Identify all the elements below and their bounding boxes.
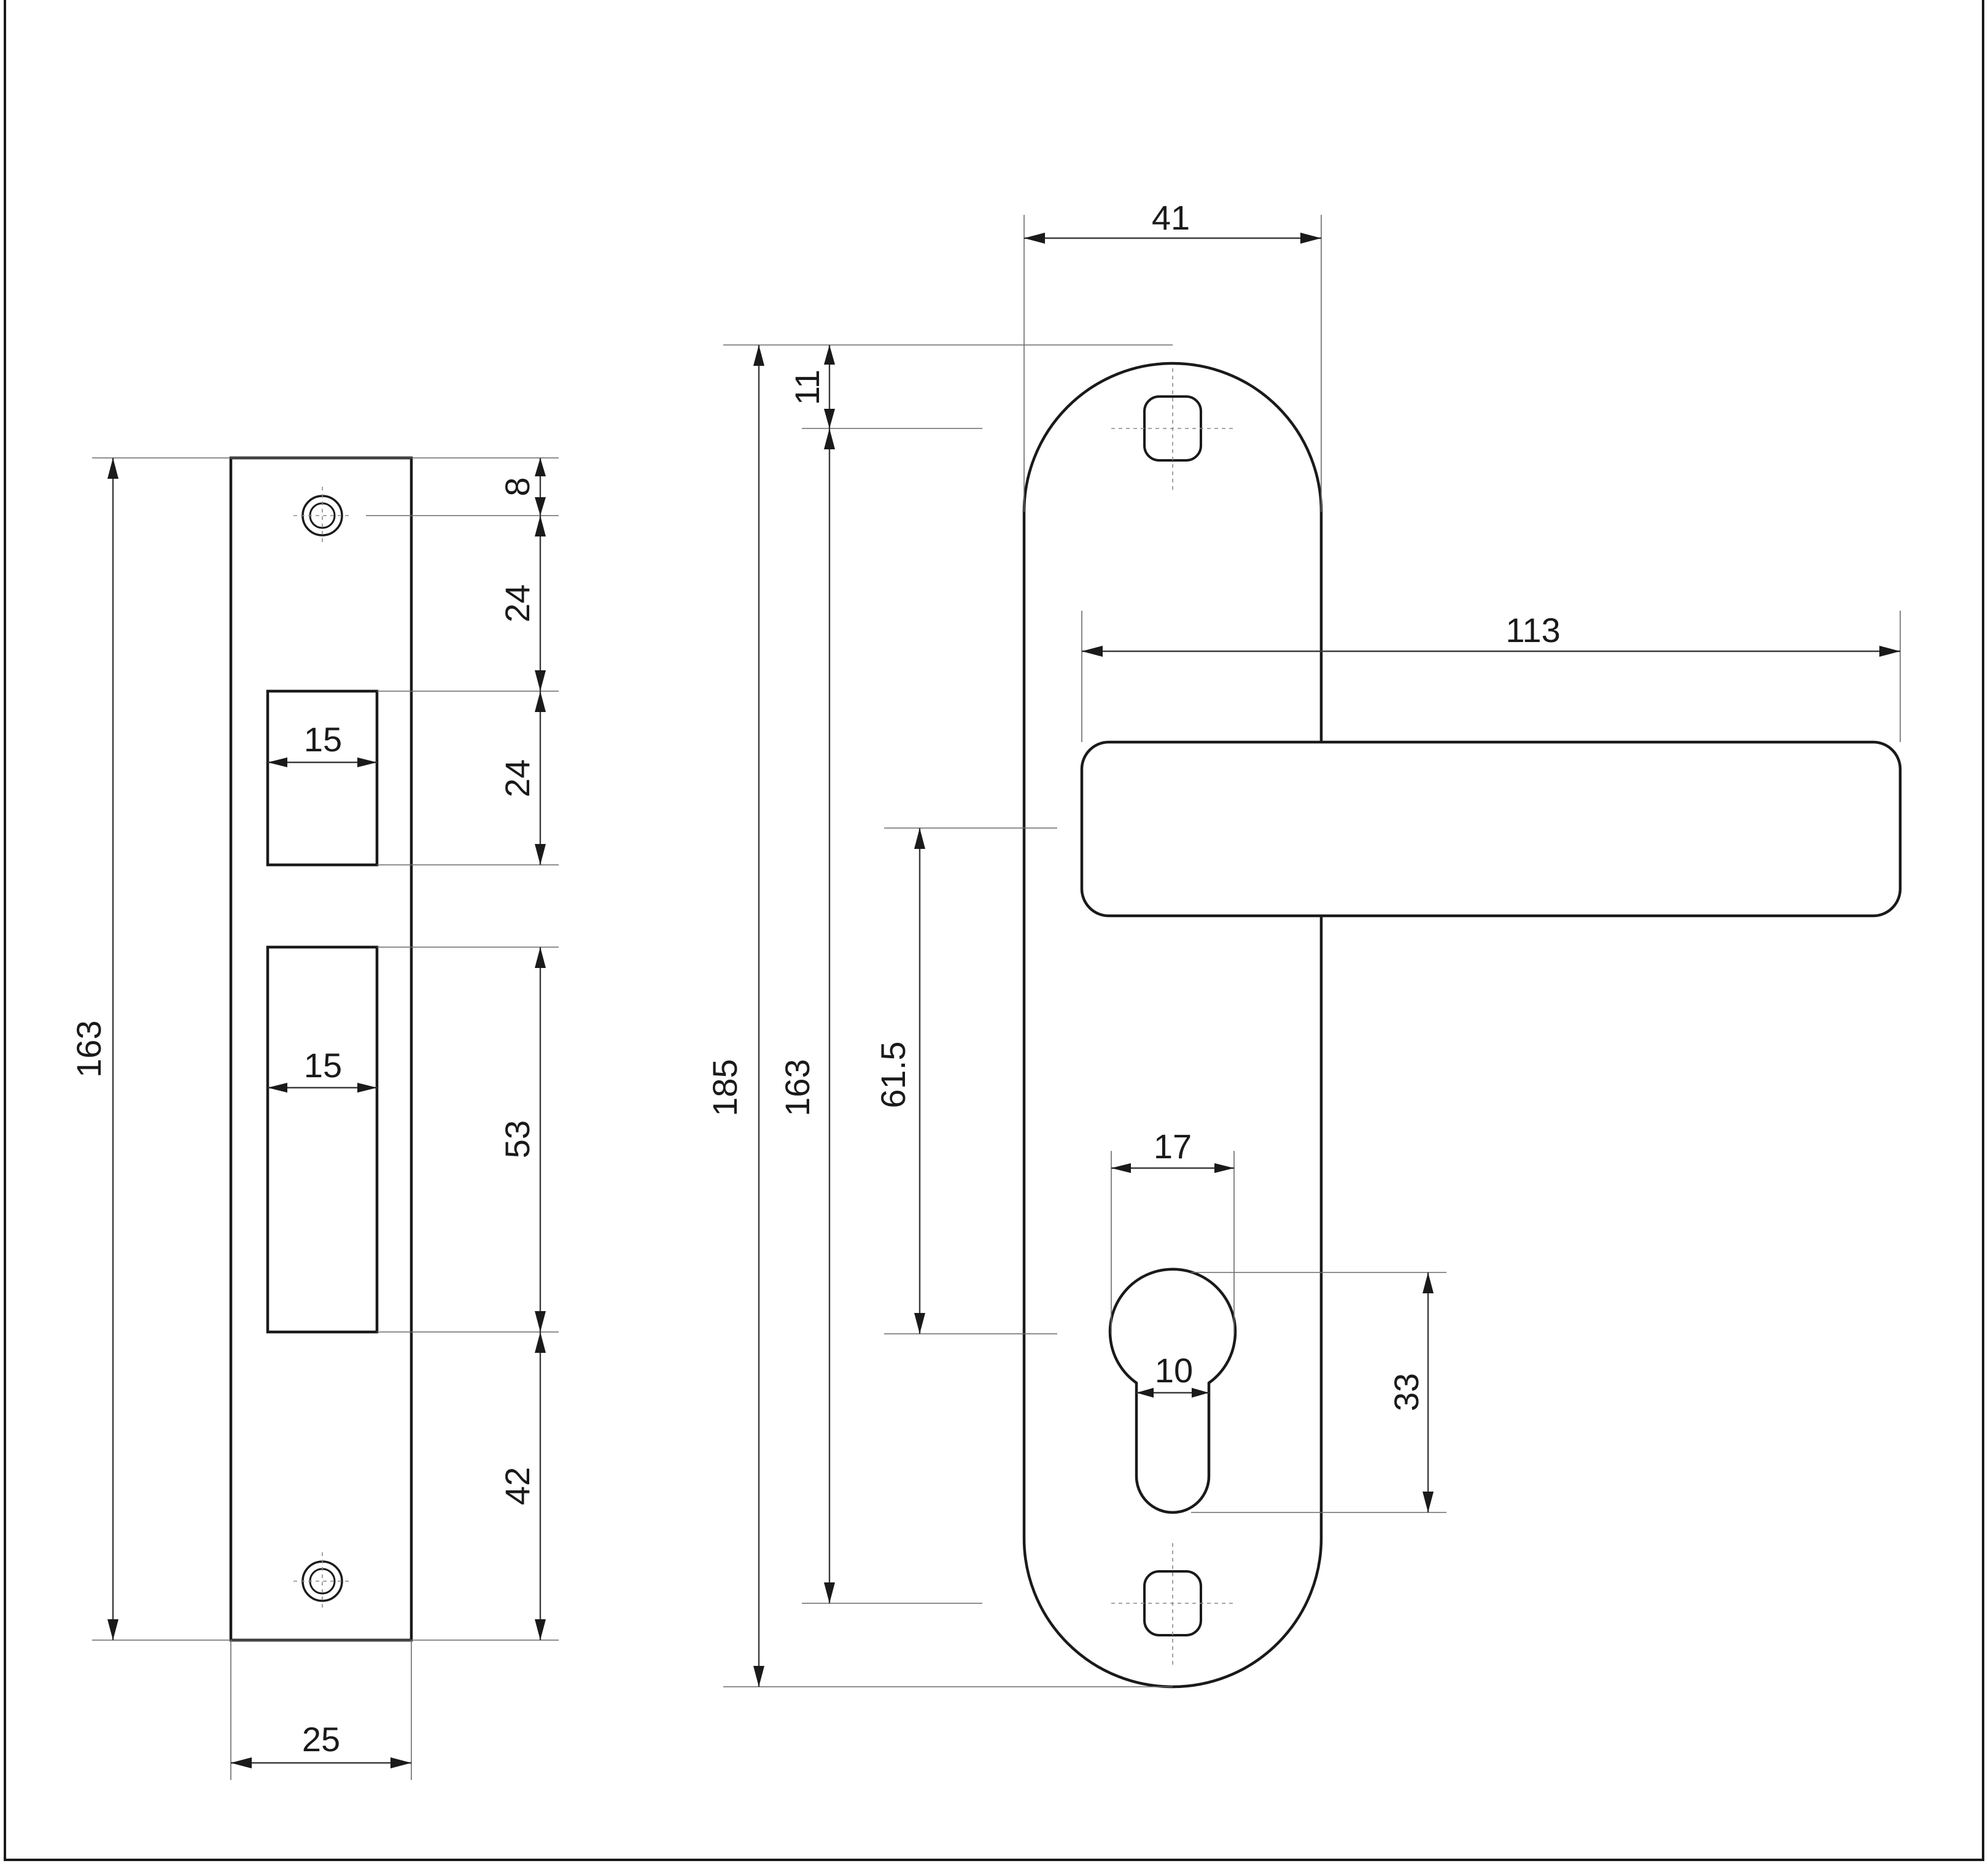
strike-top-offset-label: 8 [498, 477, 537, 496]
handle-plate-view: 41 185 11 163 61.5 113 17 [705, 198, 1902, 1689]
handle-top-offset-label: 11 [788, 370, 826, 405]
strike-latch-slot-width-label: 15 [304, 720, 342, 759]
handle-lever [1080, 740, 1902, 918]
bottom-screw-hole [293, 1552, 351, 1610]
strike-segment-2-label: 24 [498, 759, 537, 797]
drawing-frame [4, 0, 1984, 1861]
handle-hole-spacing-label: 163 [778, 1059, 817, 1116]
strike-bolt-slot-width-label: 15 [304, 1046, 342, 1085]
top-screw-hole [293, 487, 351, 544]
bottom-fixing-hole [1111, 1543, 1234, 1666]
handle-length-label: 113 [1505, 611, 1560, 649]
cylinder-cutout [1108, 1268, 1237, 1514]
strike-segment-1-label: 24 [498, 584, 537, 622]
handle-backplate [1022, 362, 1323, 1689]
strike-total-height-label: 163 [69, 1020, 108, 1077]
handle-plate-width-label: 41 [1152, 198, 1190, 237]
cylinder-width-label: 17 [1154, 1127, 1192, 1166]
latch-slot [266, 689, 379, 867]
strike-bottom-segment-label: 42 [498, 1467, 537, 1505]
cylinder-inner-width-label: 10 [1155, 1351, 1193, 1390]
cylinder-height-label: 33 [1387, 1373, 1426, 1411]
strike-bolt-slot-height-label: 53 [498, 1120, 537, 1158]
bolt-slot [266, 945, 379, 1334]
handle-to-cylinder-label: 61.5 [874, 1042, 912, 1109]
strike-plate-width-label: 25 [302, 1720, 340, 1759]
strike-plate-view: 163 8 24 24 53 42 15 15 [69, 456, 559, 1780]
top-fixing-hole [1111, 368, 1234, 491]
handle-total-height-label: 185 [705, 1059, 744, 1116]
